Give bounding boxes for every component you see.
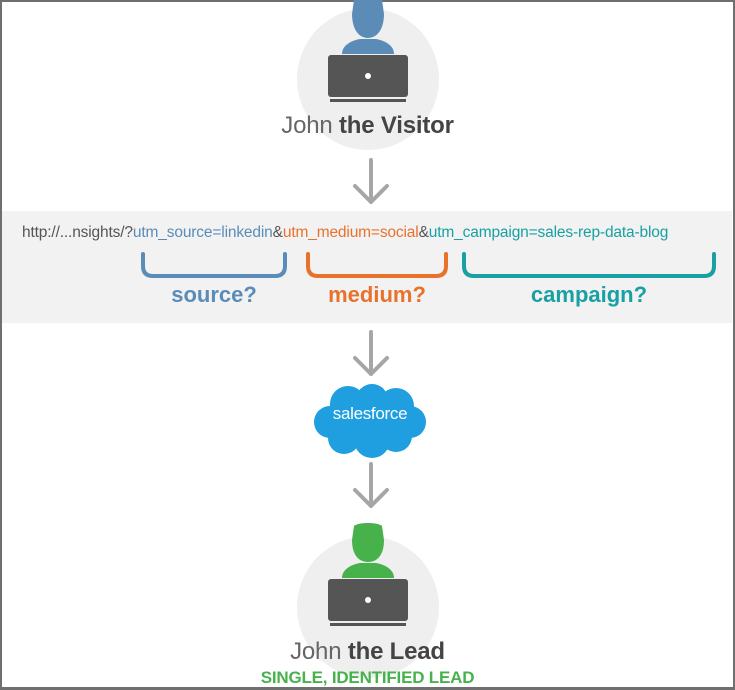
url-source-param: utm_source=linkedin xyxy=(132,224,273,241)
url-medium-param: utm_medium=social xyxy=(282,224,419,241)
url-band xyxy=(2,211,732,323)
lead-label: John the Lead xyxy=(0,638,735,666)
medium-bracket xyxy=(306,252,448,278)
url-campaign-param: utm_campaign=sales-rep-data-blog xyxy=(428,224,669,241)
campaign-question-label: campaign? xyxy=(530,282,648,307)
salesforce-cloud-icon xyxy=(314,384,426,458)
lead-name-light: John xyxy=(290,638,342,665)
visitor-name-light: John xyxy=(281,112,333,139)
lead-status-label: SINGLE, IDENTIFIED LEAD xyxy=(260,668,475,687)
medium-question-label: medium? xyxy=(328,282,426,307)
url-prefix: http://...nsights/? xyxy=(22,224,133,241)
tracking-url: http://...nsights/?utm_source=linkedin&u… xyxy=(22,224,668,242)
salesforce-logo-text: salesforce xyxy=(332,404,408,423)
down-arrow-icon xyxy=(353,462,389,508)
lead-person-icon xyxy=(328,523,408,626)
down-arrow-icon xyxy=(353,158,389,204)
down-arrow-icon xyxy=(353,330,389,376)
visitor-name-bold: the Visitor xyxy=(339,112,454,139)
lead-name-bold: the Lead xyxy=(347,638,445,665)
campaign-bracket xyxy=(462,252,716,278)
visitor-label: John the Visitor xyxy=(0,112,735,140)
url-ampersand-1: & xyxy=(272,224,283,241)
source-bracket xyxy=(141,252,287,278)
url-ampersand-2: & xyxy=(418,224,429,241)
source-question-label: source? xyxy=(171,282,257,307)
visitor-person-icon xyxy=(328,0,408,102)
